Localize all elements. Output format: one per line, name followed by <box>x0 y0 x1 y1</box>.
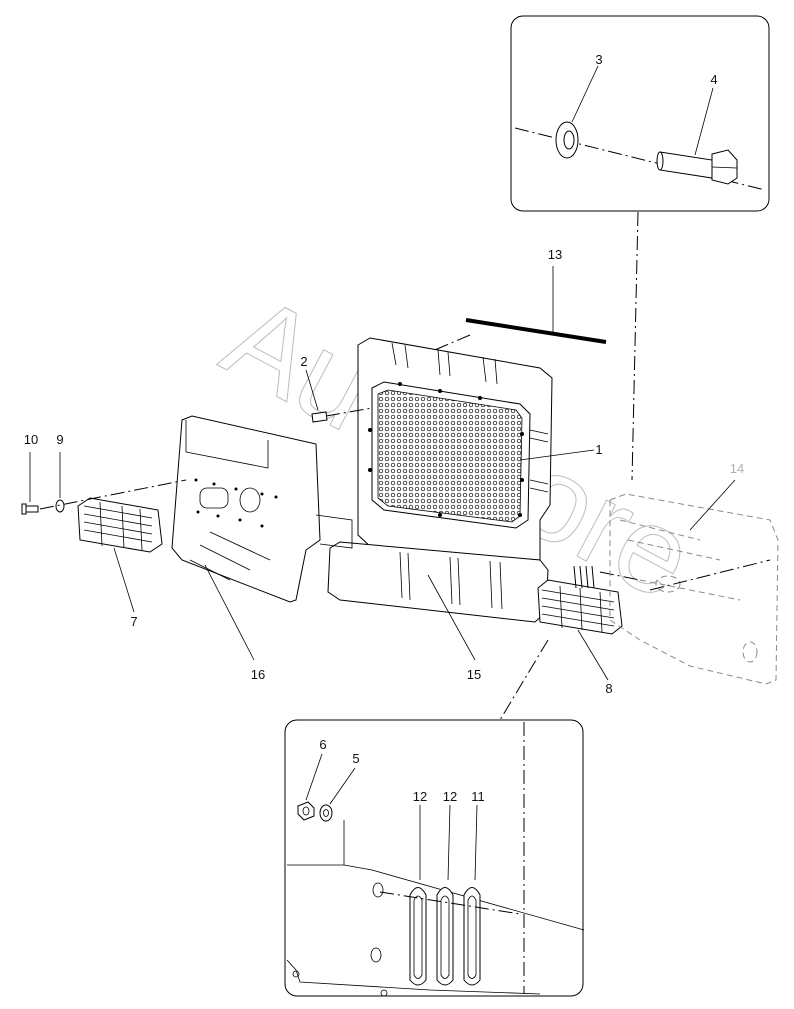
ghost-panel-part-14 <box>609 479 779 685</box>
callout-6: 6 <box>319 737 326 752</box>
detail-box-bottom <box>284 719 585 997</box>
callout-8: 8 <box>605 681 612 696</box>
callout-15: 15 <box>467 667 481 682</box>
grille-part-8 <box>537 565 641 681</box>
nut-part-6 <box>297 753 323 821</box>
stud-part-12b <box>436 887 454 986</box>
grille-part-7 <box>77 497 163 613</box>
callout-12b: 12 <box>443 789 457 804</box>
callout-3: 3 <box>595 52 602 67</box>
lower-tank-part-15 <box>327 541 549 661</box>
stud-part-11 <box>463 887 481 986</box>
washer-part-9 <box>55 452 65 513</box>
seal-strip-part-13 <box>465 266 607 344</box>
bolt-part-10 <box>21 452 39 515</box>
bolt-part-4 <box>656 149 738 185</box>
stud-part-12a <box>409 887 427 986</box>
side-shroud-part-16 <box>171 415 321 661</box>
detail-box-top <box>510 15 770 212</box>
callout-10: 10 <box>24 432 38 447</box>
callout-4: 4 <box>710 72 717 87</box>
callout-9: 9 <box>56 432 63 447</box>
callout-13: 13 <box>548 247 562 262</box>
washer-part-3 <box>555 121 579 159</box>
callout-12a: 12 <box>413 789 427 804</box>
callout-14: 14 <box>730 461 744 476</box>
callout-16: 16 <box>251 667 265 682</box>
radiator-assembly-part-1 <box>357 337 553 561</box>
callout-1: 1 <box>595 442 602 457</box>
callout-5: 5 <box>352 751 359 766</box>
callout-11: 11 <box>471 789 485 804</box>
callout-7: 7 <box>130 614 137 629</box>
washer-part-5 <box>319 767 356 822</box>
callout-2: 2 <box>300 354 307 369</box>
screw-part-2 <box>305 369 373 423</box>
